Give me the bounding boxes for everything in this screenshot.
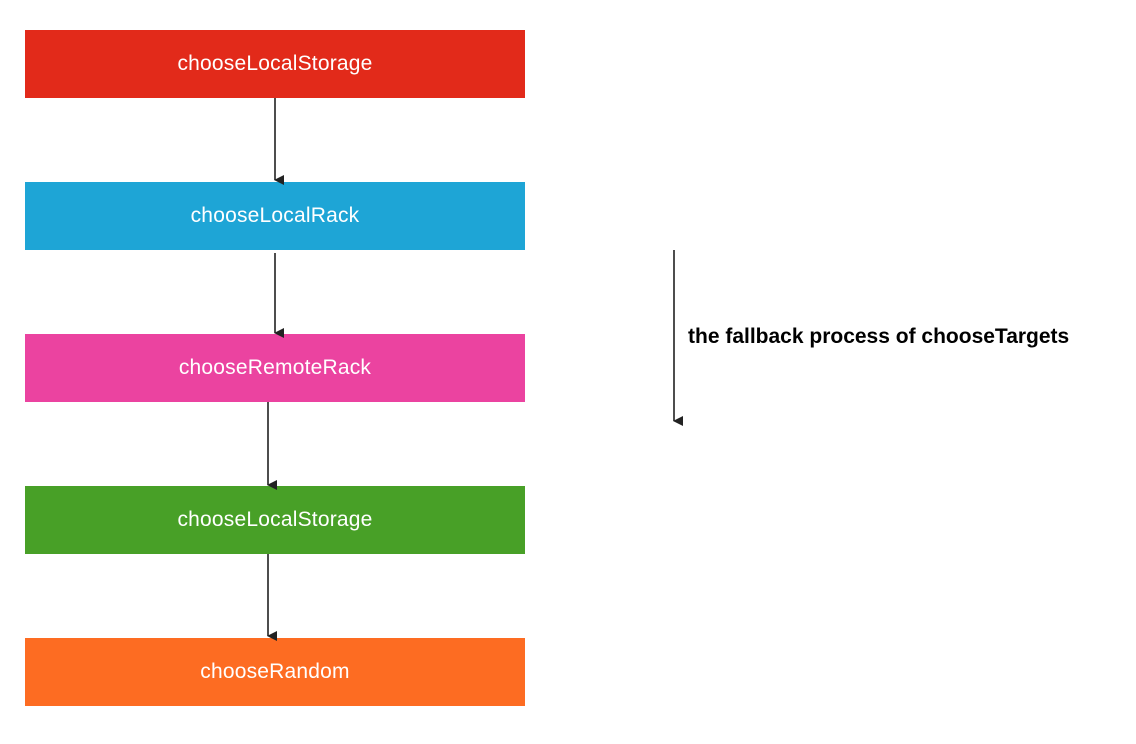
step-choose-local-storage-fallback: chooseLocalStorage — [25, 486, 525, 554]
step-choose-random: chooseRandom — [25, 638, 525, 706]
step-choose-local-storage: chooseLocalStorage — [25, 30, 525, 98]
step-choose-remote-rack: chooseRemoteRack — [25, 334, 525, 402]
step-choose-local-rack: chooseLocalRack — [25, 182, 525, 250]
step-label: chooseLocalStorage — [177, 52, 373, 75]
fallback-caption: the fallback process of chooseTargets — [688, 325, 1070, 348]
step-label: chooseLocalStorage — [177, 508, 373, 531]
step-label: chooseLocalRack — [190, 204, 360, 227]
step-label: chooseRandom — [200, 660, 350, 683]
step-label: chooseRemoteRack — [178, 356, 372, 379]
